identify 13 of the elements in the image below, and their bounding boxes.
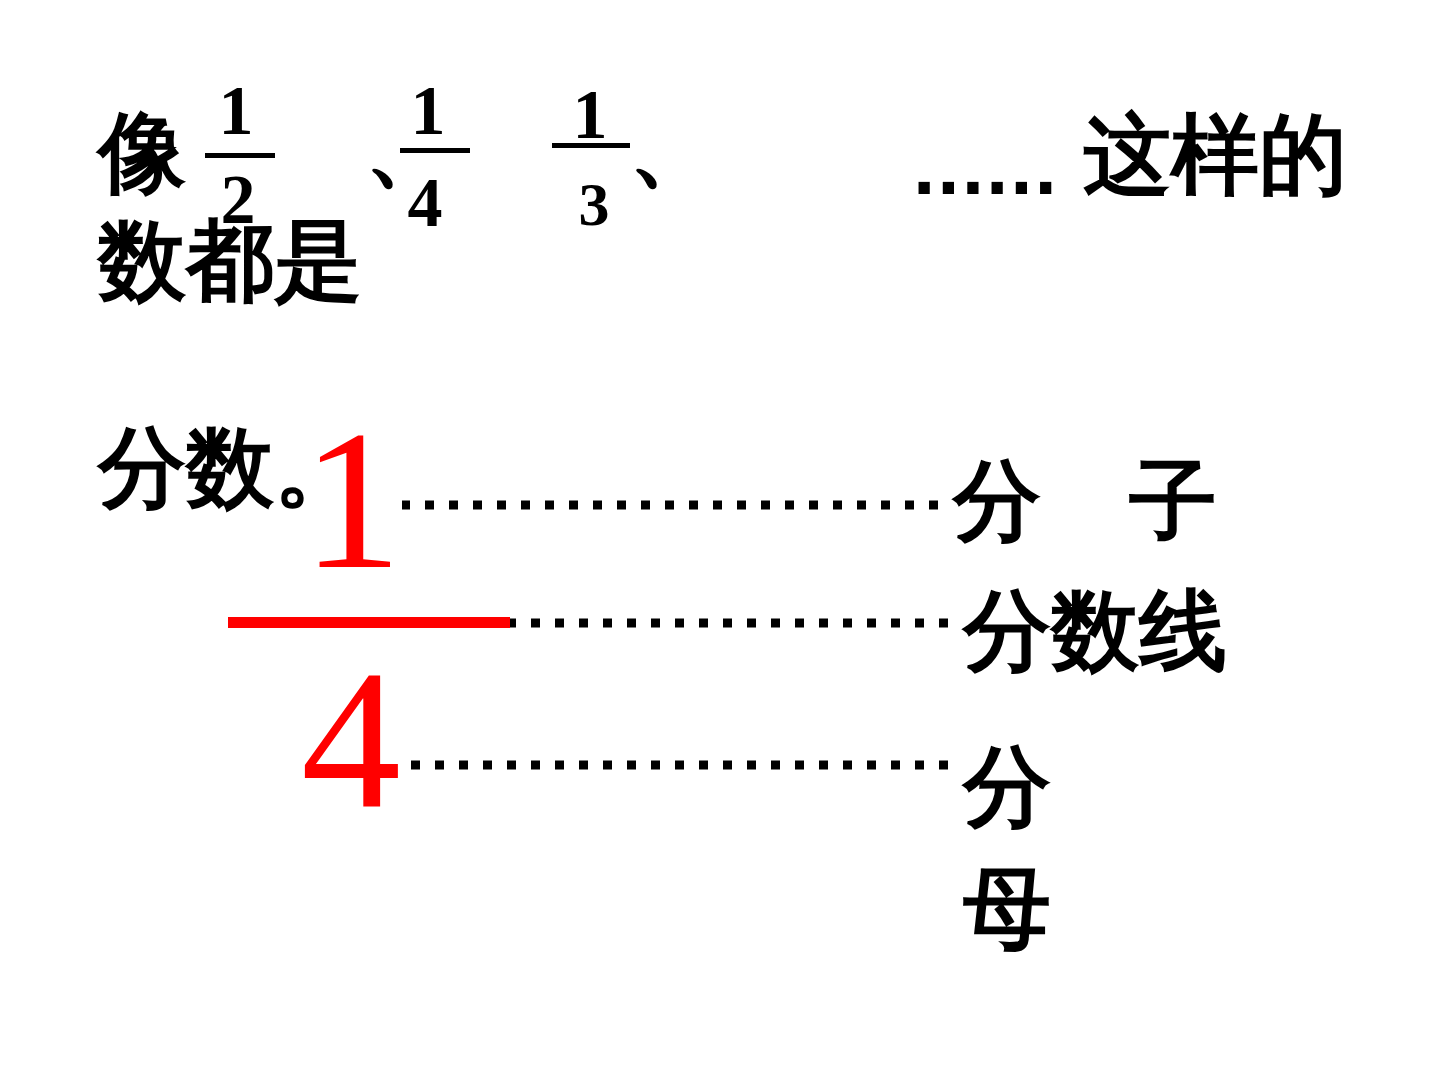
fraction-denominator: 3 — [578, 183, 610, 227]
part-label: 分母 — [963, 726, 1063, 970]
enumeration-comma: 、 — [369, 168, 397, 195]
fraction-denominator: 4 — [407, 178, 443, 227]
fraction-numerator: 1 — [410, 86, 446, 135]
enumeration-comma: 、 — [633, 168, 661, 195]
fraction-numerator: 1 — [572, 90, 608, 139]
ellipsis: ...... — [916, 177, 1054, 195]
fraction-numerator: 1 — [218, 86, 254, 135]
fraction-bar — [228, 617, 510, 628]
denominator-digit: 4 — [301, 670, 401, 810]
part-label: 分数线 — [963, 587, 1227, 675]
part-label: 分 子 — [953, 457, 1217, 545]
